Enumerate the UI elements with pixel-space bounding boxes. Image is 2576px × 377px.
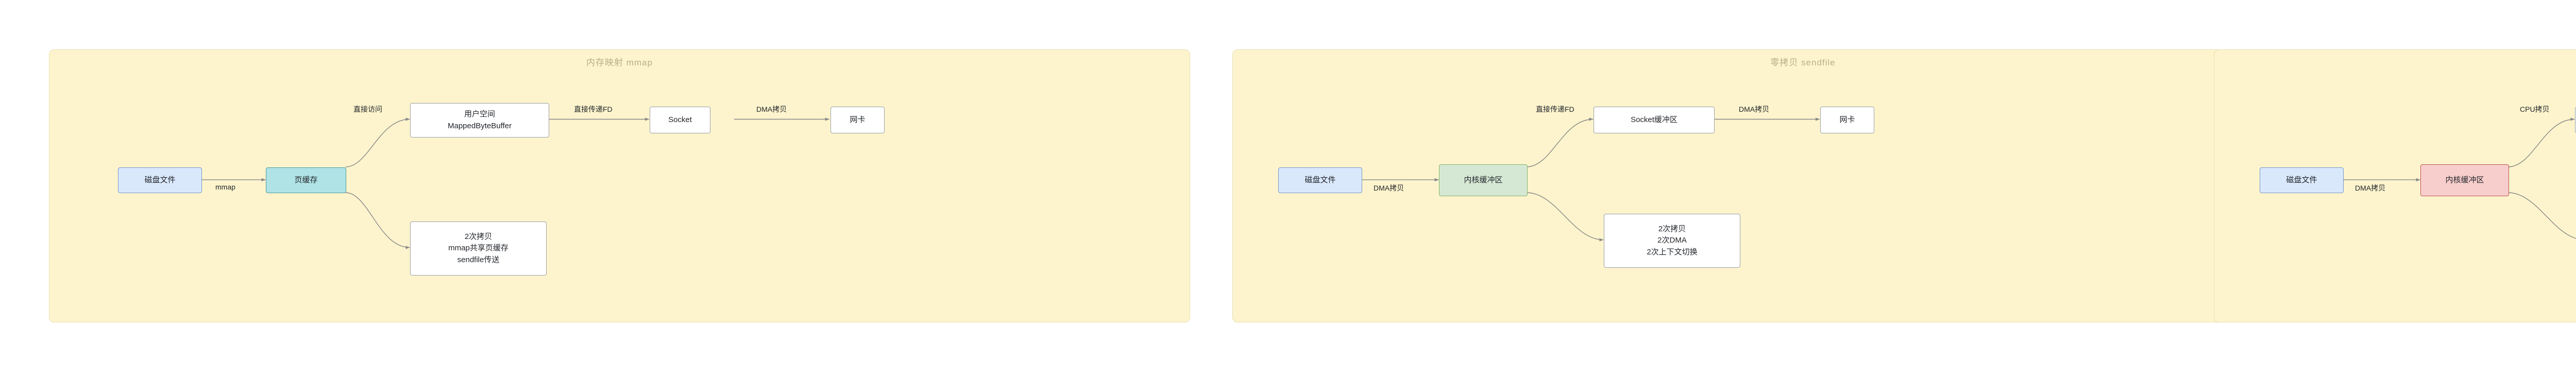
node-label: 内核缓冲区	[2445, 175, 2484, 184]
panel-traditional-io: 传统IO读取 磁盘文件 内核缓冲区 用户缓冲区	[2214, 49, 2576, 322]
node-label: 磁盘文件	[1304, 175, 1336, 184]
panel-traditional-io-title: 传统IO读取	[2214, 55, 2576, 68]
node-mmap-summary: 2次拷贝 mmap共享页缓存 sendfile传送	[410, 221, 547, 276]
node-socket: Socket	[650, 107, 710, 133]
node-disk-file: 磁盘文件	[118, 167, 202, 193]
panel-sendfile-title: 零拷贝 sendfile	[1770, 58, 1836, 67]
node-label: 磁盘文件	[2286, 175, 2317, 184]
node-disk-file: 磁盘文件	[1278, 167, 1362, 193]
node-label: 网卡	[1839, 115, 1855, 124]
panel-mmap: 内存映射 mmap 磁盘文件 页缓存 用户空间 Mapped	[49, 49, 1190, 322]
node-disk-file: 磁盘文件	[2260, 167, 2344, 193]
node-nic: 网卡	[1820, 107, 1874, 133]
node-sendfile-summary: 2次拷贝 2次DMA 2次上下文切换	[1604, 214, 1740, 268]
node-socket-buffer: Socket缓冲区	[1594, 107, 1715, 133]
panel-mmap-title: 内存映射 mmap	[586, 58, 653, 67]
node-label: Socket缓冲区	[1631, 115, 1677, 124]
node-label: 内核缓冲区	[1464, 175, 1503, 184]
node-label: 页缓存	[294, 175, 318, 184]
edge-label-dma-copy-2: DMA拷贝	[1739, 105, 1770, 113]
node-page-cache: 页缓存	[266, 167, 346, 193]
node-user-space-mappedbytebuffer: 用户空间 MappedByteBuffer	[410, 103, 549, 138]
edge-label-dma-copy-1: DMA拷贝	[2355, 184, 2386, 192]
edge-label-pass-fd: 直接传递FD	[574, 105, 613, 113]
node-label: 磁盘文件	[144, 175, 176, 184]
node-kernel-buffer: 内核缓冲区	[2420, 164, 2509, 196]
edge-label-pass-fd: 直接传递FD	[1536, 105, 1574, 113]
edge-label-cpu-copy-1: CPU拷贝	[2520, 105, 2550, 113]
edge-label-mmap: mmap	[215, 183, 235, 191]
node-label: 2次拷贝 mmap共享页缓存 sendfile传送	[448, 232, 509, 264]
node-kernel-buffer: 内核缓冲区	[1439, 164, 1528, 196]
node-label: 用户空间 MappedByteBuffer	[448, 110, 512, 130]
node-nic: 网卡	[831, 107, 885, 133]
edge-label-dma-copy: DMA拷贝	[756, 105, 787, 113]
edge-label-dma-copy-1: DMA拷贝	[1374, 184, 1404, 192]
node-label: 2次拷贝 2次DMA 2次上下文切换	[1647, 224, 1698, 256]
node-label: Socket	[668, 115, 692, 124]
node-label: 网卡	[850, 115, 866, 124]
edge-label-direct-access: 直接访问	[353, 105, 382, 113]
panel-sendfile: 零拷贝 sendfile 磁盘文件 内核缓冲区 Socket缓冲区	[1232, 49, 2374, 322]
